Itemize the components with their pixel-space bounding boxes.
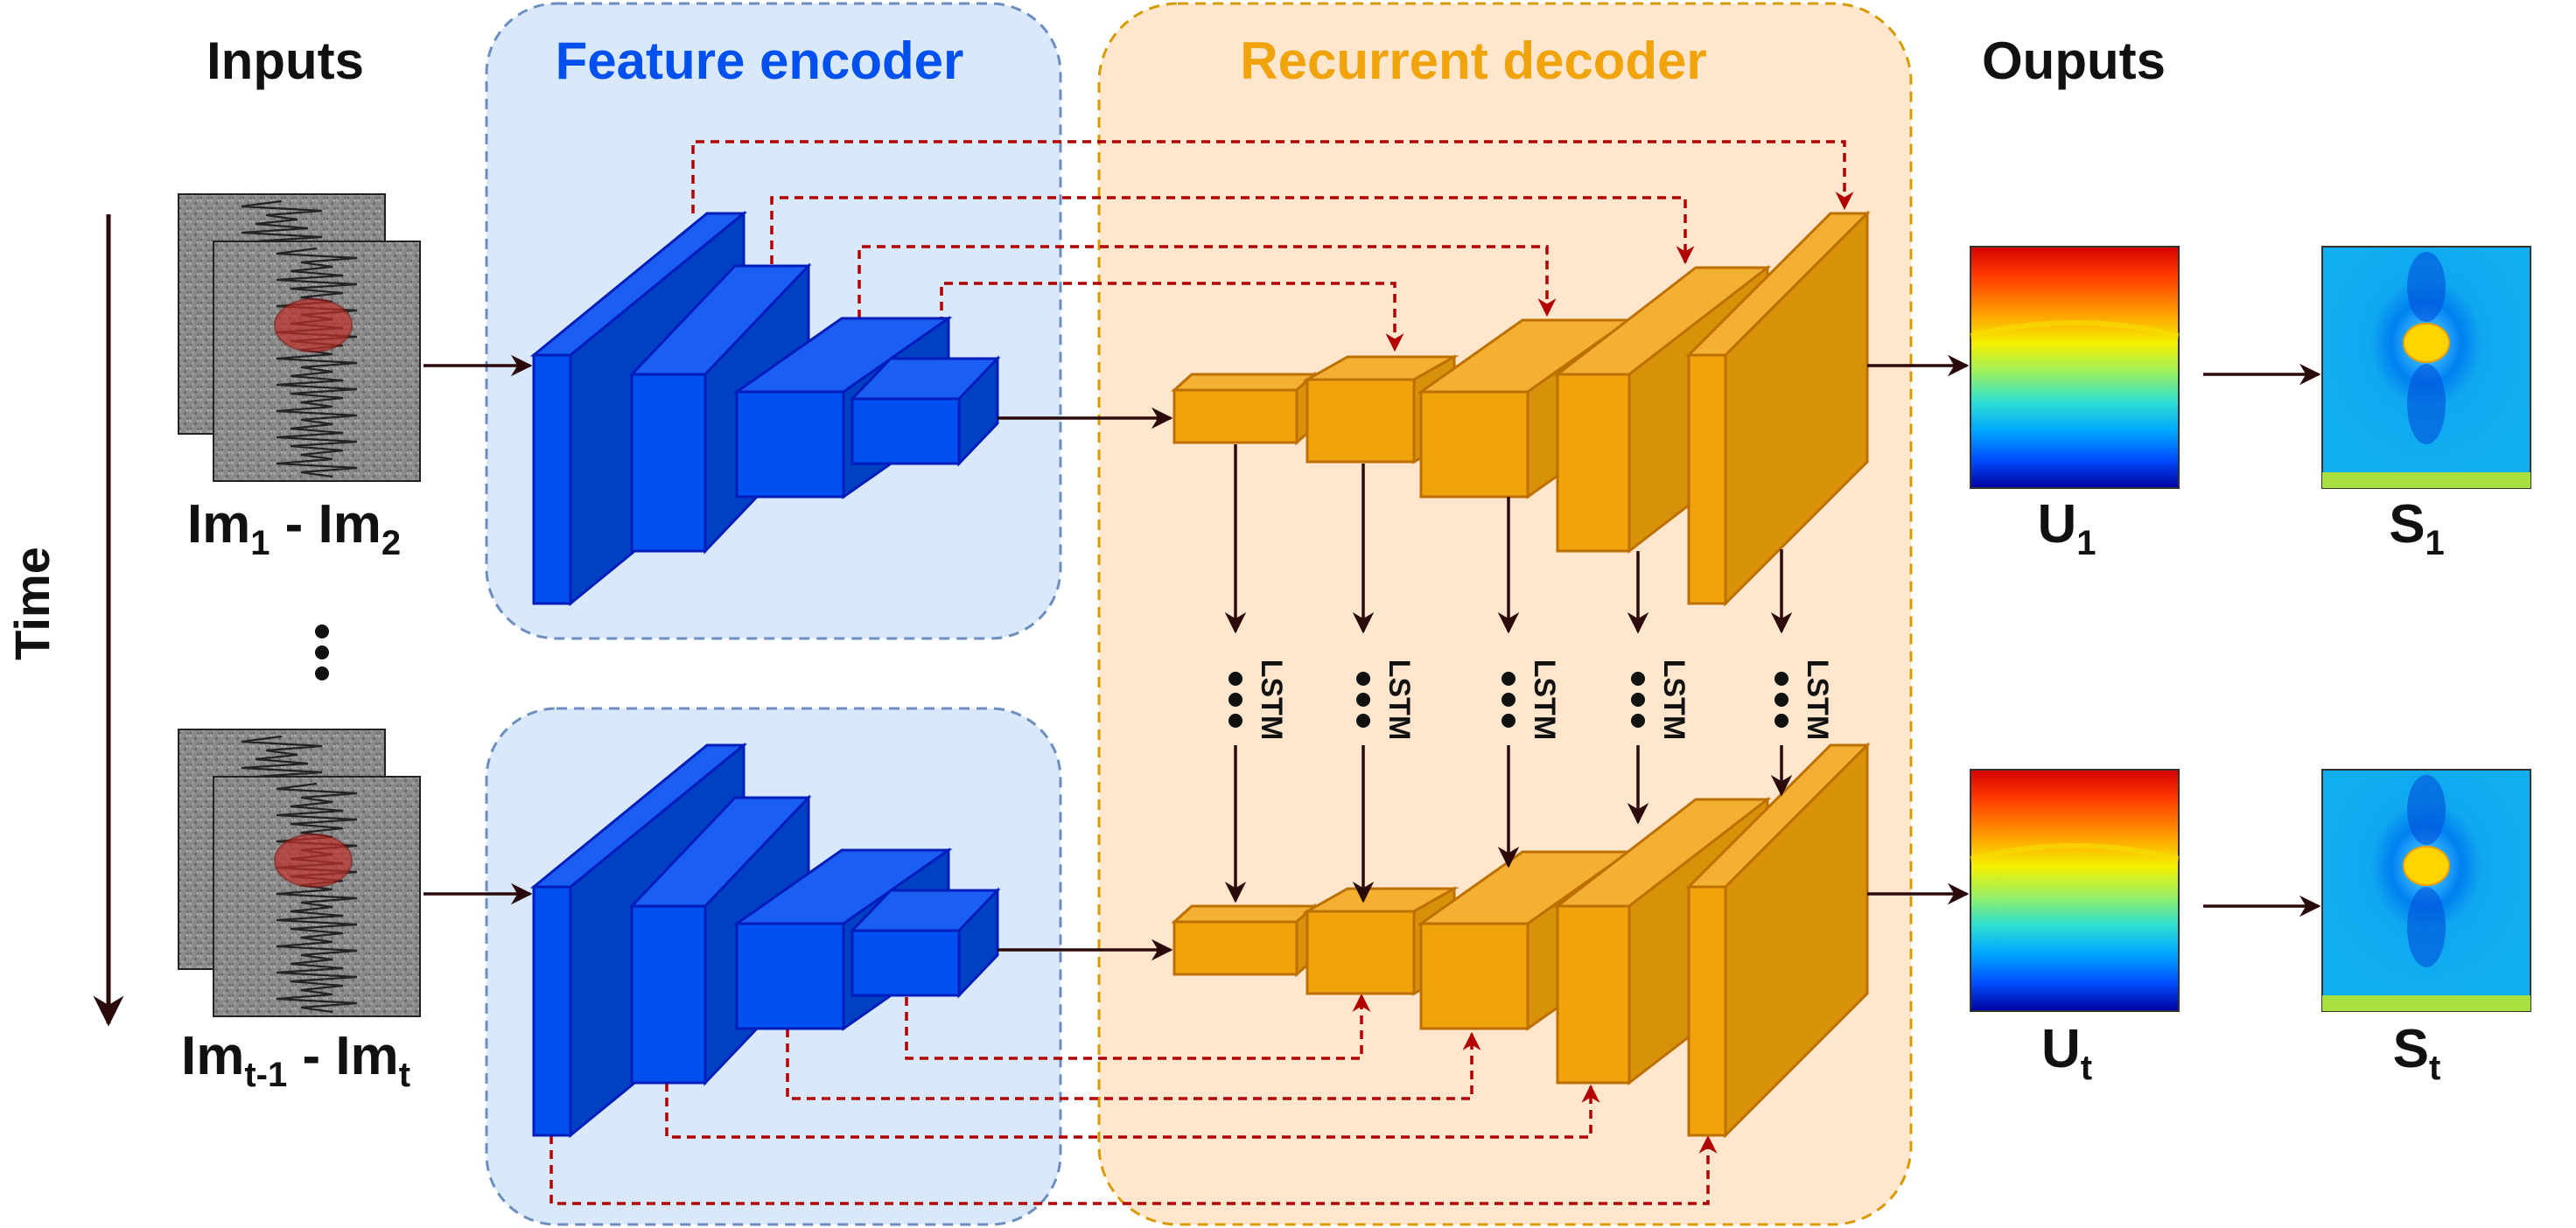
input-label-bottom: Imt-1 - Imt	[181, 1026, 410, 1094]
lstm-link-2: LSTM	[1352, 464, 1416, 904]
inclusion-region	[274, 834, 353, 888]
outputs-header: Ouputs	[1982, 31, 2166, 90]
skip-top-3	[858, 245, 1557, 318]
input-label-top: Im1 - Im2	[187, 494, 401, 562]
skip-bottom-1	[905, 993, 1371, 1060]
encoder-blocks-top	[529, 210, 1001, 607]
ultrasound-frame-front	[213, 776, 421, 1017]
flow-arrows	[424, 354, 2321, 961]
ultrasound-frame-front	[213, 241, 421, 482]
encoder-block-top-4	[849, 355, 1001, 467]
encoder-block-bottom-4	[849, 887, 1001, 999]
displacement-map-detail-2	[1970, 843, 2180, 862]
displacement-map-detail-1	[1970, 320, 2180, 338]
lstm-link-5: LSTM	[1770, 549, 1834, 797]
decoder-header: Recurrent decoder	[1240, 31, 1707, 90]
skip-top-2	[770, 196, 1695, 265]
decoder-block-top-5	[1685, 210, 1871, 607]
inclusion-region	[274, 298, 353, 352]
output-label-u-top: U1	[2037, 494, 2096, 562]
inputs-header: Inputs	[206, 31, 364, 90]
input-image-pair-top	[178, 193, 421, 482]
encoder-header: Feature encoder	[556, 31, 964, 90]
skip-bottom-2	[786, 1029, 1481, 1100]
lstm-label: LSTM	[1528, 659, 1561, 741]
lstm-link-4: LSTM	[1627, 551, 1690, 825]
lstm-label: LSTM	[1801, 659, 1834, 741]
displacement-map-top	[1970, 246, 2180, 489]
output-label-s-top: S1	[2389, 494, 2445, 562]
lstm-label: LSTM	[1657, 659, 1690, 741]
strain-map-detail-2	[2322, 775, 2530, 1011]
encoder-block-top-2	[628, 262, 812, 555]
lstm-label: LSTM	[1382, 659, 1416, 741]
decoder-blocks-bottom	[1171, 742, 1871, 1139]
output-label-u-bottom: Ut	[2041, 1019, 2092, 1087]
time-label: Time	[4, 547, 60, 660]
input-image-pair-bottom	[178, 729, 421, 1017]
decoder-block-bottom-1	[1171, 903, 1318, 978]
decoder-block-top-1	[1171, 371, 1318, 446]
skip-top-1	[691, 140, 1854, 213]
lstm-link-3: LSTM	[1497, 497, 1561, 869]
decoder-blocks-top	[1171, 210, 1871, 607]
output-label-s-bottom: St	[2393, 1019, 2441, 1087]
lstm-connections: LSTM LSTM LSTM LSTM LSTM	[1224, 444, 1834, 904]
lstm-label: LSTM	[1255, 659, 1288, 741]
skip-bottom-4	[550, 1134, 1718, 1205]
map-details	[1970, 252, 2530, 1011]
encoder-blocks-bottom	[529, 742, 1001, 1139]
skip-bottom-3	[665, 1083, 1600, 1139]
lstm-link-1: LSTM	[1224, 444, 1288, 904]
inputs-ellipsis	[315, 624, 329, 680]
displacement-map-bottom	[1970, 769, 2180, 1012]
strain-map-detail-1	[2322, 252, 2530, 488]
decoder-block-bottom-5	[1685, 742, 1871, 1139]
